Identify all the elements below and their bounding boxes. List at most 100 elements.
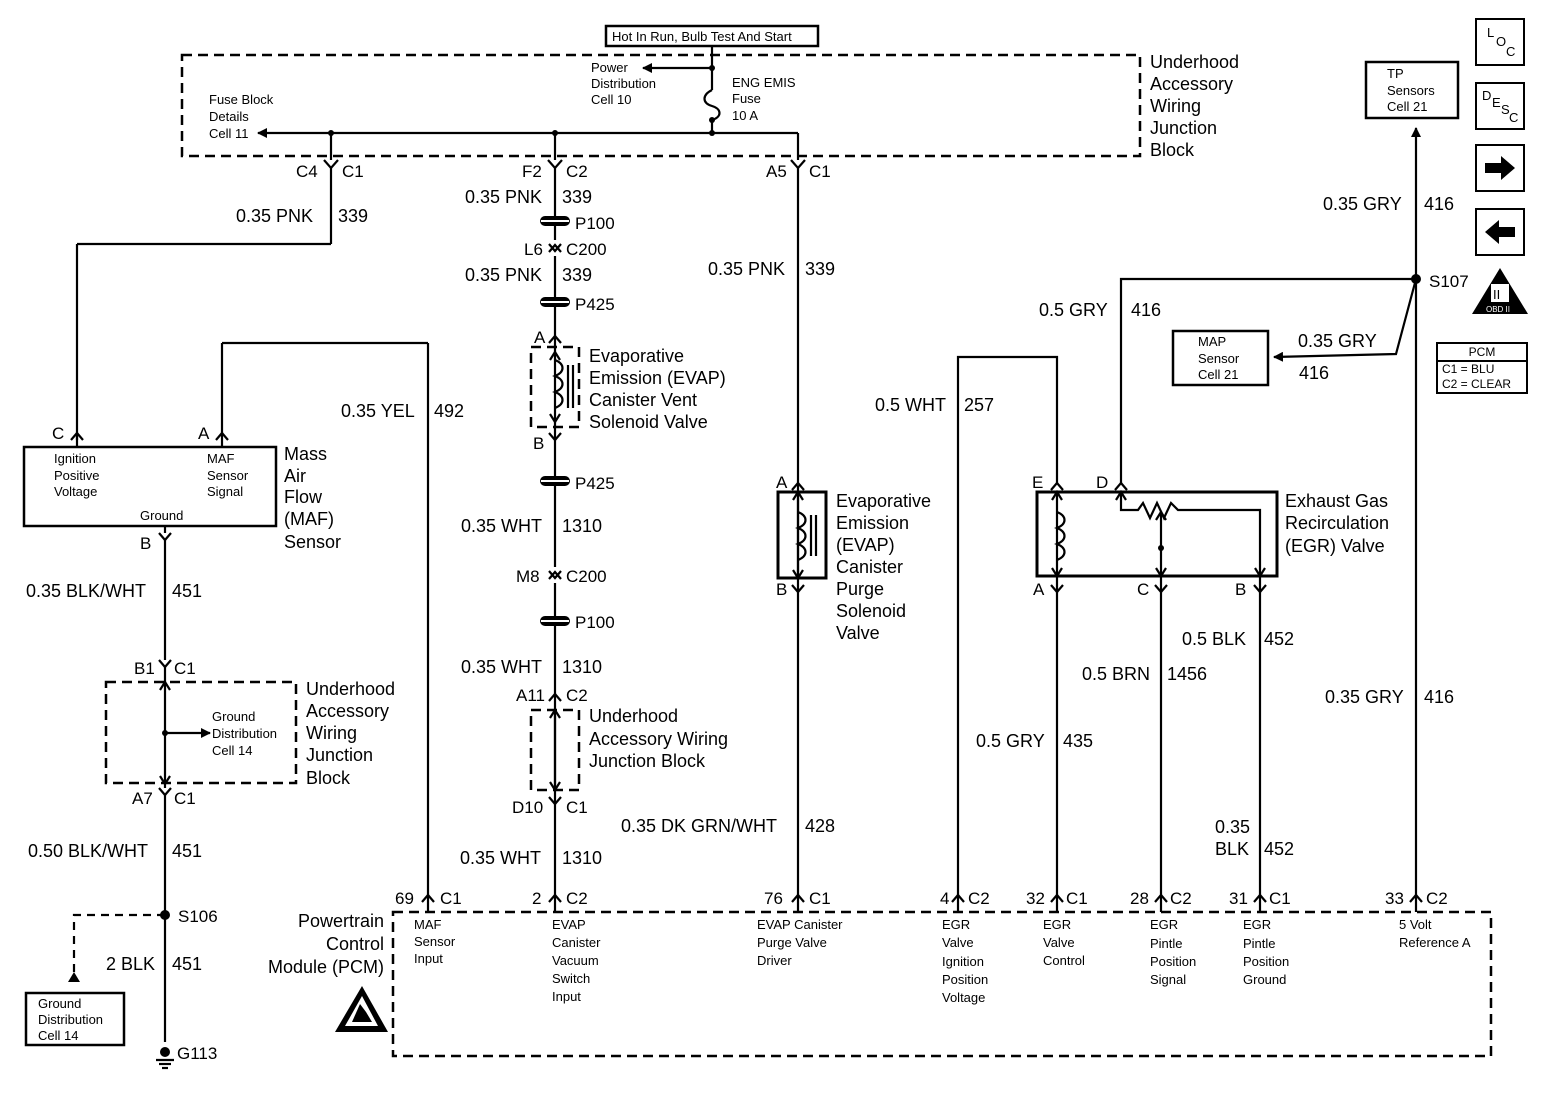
svg-text:Mass: Mass — [284, 444, 327, 464]
svg-text:Input: Input — [414, 951, 443, 966]
svg-text:Air: Air — [284, 466, 306, 486]
passthrough-p100-b — [540, 616, 570, 626]
arrow-right-icon — [1485, 156, 1515, 180]
tp-sensor-text: TP Sensors Cell 21 — [1387, 66, 1435, 114]
location-button[interactable]: L O C — [1475, 18, 1525, 66]
pcm-pin-32: 32 C1 EGR Valve Control — [1026, 889, 1088, 968]
svg-text:Pintle: Pintle — [1243, 936, 1276, 951]
svg-text:Distribution: Distribution — [591, 76, 656, 91]
svg-text:28: 28 — [1130, 889, 1149, 908]
svg-text:Block: Block — [306, 768, 351, 788]
previous-page-button[interactable] — [1475, 208, 1525, 256]
legend-row-c2: C2 = CLEAR — [1442, 377, 1512, 391]
svg-text:EGR: EGR — [1043, 917, 1071, 932]
pcm-pin-69: 69 C1 MAF Sensor Input — [395, 889, 462, 966]
left-ground-dist-ref[interactable]: Ground Distribution Cell 14 — [212, 709, 277, 758]
power-distribution-ref[interactable]: Power Distribution Cell 10 — [591, 60, 656, 107]
wire-257-size: 0.5 WHT — [875, 395, 946, 415]
svg-text:C1: C1 — [809, 162, 831, 181]
pcm-pin-76: 76 C1 EVAP Canister Purge Valve Driver — [757, 889, 843, 968]
svg-text:Driver: Driver — [757, 953, 792, 968]
maf-ign-label: Ignition Positive Voltage — [54, 451, 100, 499]
fuse-block-details-ref[interactable]: Fuse Block Details Cell 11 — [209, 92, 274, 141]
left-junction-title: Underhood Accessory Wiring Junction Bloc… — [306, 679, 395, 788]
svg-text:EGR: EGR — [1243, 917, 1271, 932]
wire-416-egr-num: 416 — [1131, 300, 1161, 320]
svg-text:Fuse Block: Fuse Block — [209, 92, 274, 107]
arrow-left-icon — [1485, 220, 1515, 244]
maf-sensor-title: Mass Air Flow (MAF) Sensor — [284, 444, 341, 552]
svg-text:ENG EMIS: ENG EMIS — [732, 75, 796, 90]
wire-1456-num: 1456 — [1167, 664, 1207, 684]
svg-text:Control: Control — [326, 934, 384, 954]
svg-text:Underhood: Underhood — [589, 706, 678, 726]
svg-text:Ground: Ground — [212, 709, 255, 724]
svg-text:MAP: MAP — [1198, 334, 1226, 349]
svg-text:C2: C2 — [566, 162, 588, 181]
maf-ground-label: Ground — [140, 508, 183, 523]
svg-text:C1: C1 — [1269, 889, 1291, 908]
next-page-button[interactable] — [1475, 144, 1525, 192]
svg-text:32: 32 — [1026, 889, 1045, 908]
vent-valve-box[interactable] — [529, 345, 581, 429]
wire-416-b-num: 416 — [1424, 687, 1454, 707]
top-junction-block — [180, 53, 1142, 158]
svg-text:Canister Vent: Canister Vent — [589, 390, 697, 410]
passthrough-p100-a — [540, 216, 570, 226]
vent-pin-b: B — [533, 434, 544, 453]
svg-text:Sensors: Sensors — [1387, 83, 1435, 98]
wire-492-size: 0.35 YEL — [341, 401, 415, 421]
tp-sensor-box[interactable] — [1364, 60, 1460, 120]
svg-text:C1: C1 — [174, 659, 196, 678]
svg-text:(MAF): (MAF) — [284, 509, 334, 529]
svg-text:Powertrain: Powertrain — [298, 911, 384, 931]
pcm-pin-31: 31 C1 EGR Pintle Position Ground — [1229, 889, 1291, 987]
conn-a11-c2: A11 C2 — [516, 686, 588, 705]
egr-valve-box[interactable] — [1035, 490, 1279, 578]
svg-text:C1: C1 — [1066, 889, 1088, 908]
wire-452-b-size-b: BLK — [1215, 839, 1249, 859]
description-button[interactable]: D E S C — [1475, 82, 1525, 130]
svg-text:Emission (EVAP): Emission (EVAP) — [589, 368, 726, 388]
wire-428-num: 428 — [805, 816, 835, 836]
svg-text:C1: C1 — [342, 162, 364, 181]
svg-text:5 Volt: 5 Volt — [1399, 917, 1432, 932]
conn-a7-c1: A7 C1 — [132, 787, 196, 808]
svg-text:4: 4 — [940, 889, 949, 908]
splice-s106-label: S106 — [178, 907, 218, 926]
wire-451-a-num: 451 — [172, 581, 202, 601]
wire-452-b-num: 452 — [1264, 839, 1294, 859]
svg-text:L6: L6 — [524, 240, 543, 259]
loc-letter-l: L — [1487, 25, 1495, 40]
ground-distribution-box[interactable] — [24, 991, 126, 1047]
svg-text:OBD II: OBD II — [1486, 305, 1510, 314]
conn-b1-c1: B1 C1 — [134, 659, 196, 678]
svg-text:C1: C1 — [174, 789, 196, 808]
svg-text:76: 76 — [764, 889, 783, 908]
wire-451-a-size: 0.35 BLK/WHT — [26, 581, 146, 601]
wire-416-egr — [1119, 277, 1416, 483]
svg-text:Position: Position — [942, 972, 988, 987]
egr-pin-c: C — [1137, 580, 1149, 599]
wire-416-a-size: 0.35 GRY — [1323, 194, 1402, 214]
svg-text:Input: Input — [552, 989, 581, 1004]
svg-text:Underhood: Underhood — [306, 679, 395, 699]
pcm-box[interactable] — [391, 910, 1493, 1058]
svg-text:Positive: Positive — [54, 468, 100, 483]
svg-text:Ground: Ground — [1243, 972, 1286, 987]
purge-valve-box[interactable] — [776, 490, 828, 580]
map-sensor-box[interactable] — [1171, 329, 1270, 387]
svg-text:Accessory: Accessory — [1150, 74, 1233, 94]
maf-signal-label: MAF Sensor Signal — [207, 451, 249, 499]
maf-sensor-box[interactable] — [22, 445, 278, 528]
svg-text:Cell 14: Cell 14 — [38, 1028, 78, 1043]
legend-title: PCM — [1438, 344, 1526, 362]
svg-text:69: 69 — [395, 889, 414, 908]
wire-416-map-size: 0.35 GRY — [1298, 331, 1377, 351]
svg-text:Distribution: Distribution — [212, 726, 277, 741]
svg-text:Evaporative: Evaporative — [589, 346, 684, 366]
wire-451-c-num: 451 — [172, 954, 202, 974]
pcm-pin-28: 28 C2 EGR Pintle Position Signal — [1130, 889, 1196, 987]
vent-valve-title: Evaporative Emission (EVAP) Canister Ven… — [589, 346, 726, 432]
svg-text:Emission: Emission — [836, 513, 909, 533]
